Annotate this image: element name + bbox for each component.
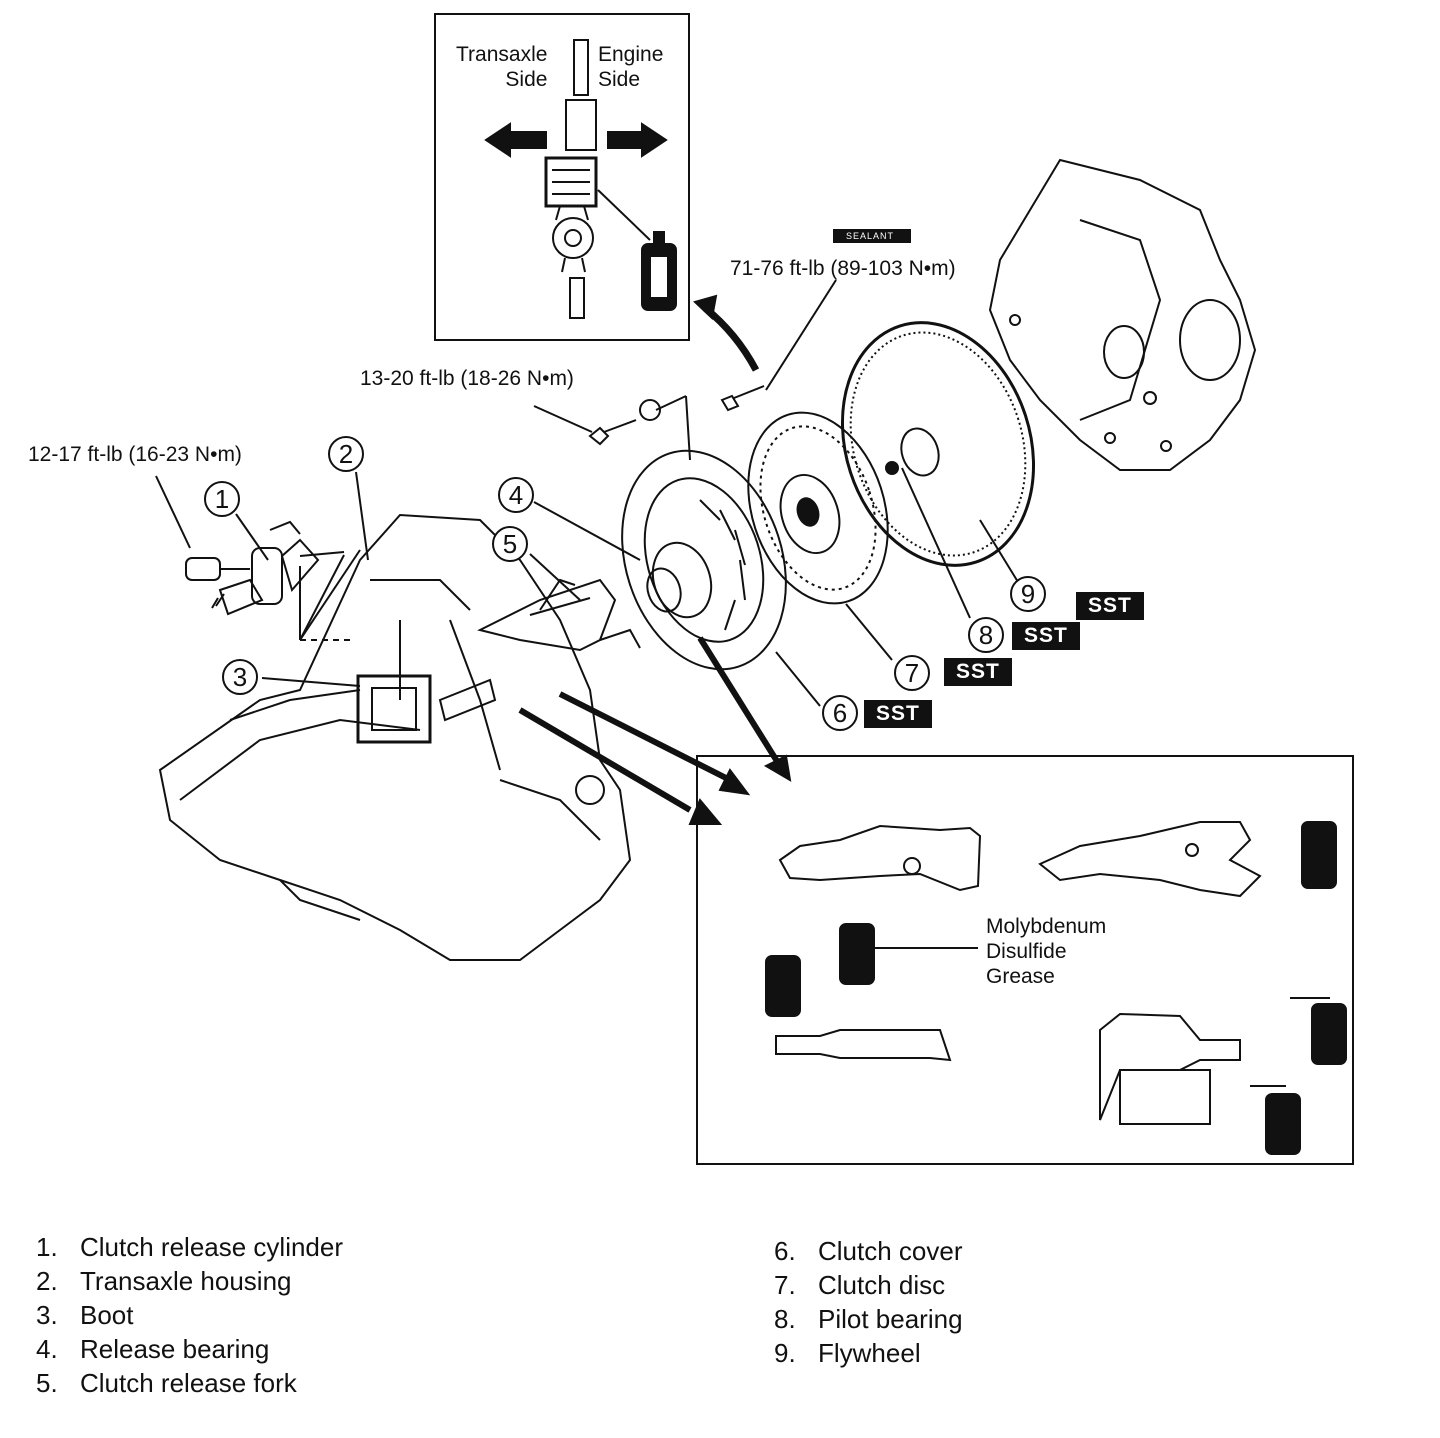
- callout-7: 7: [894, 655, 930, 691]
- callout-5: 5: [492, 526, 528, 562]
- sst-badge-7: SST: [944, 658, 1012, 686]
- legend-item-2: 2.Transaxle housing: [36, 1266, 292, 1296]
- legend-item-7: 7.Clutch disc: [774, 1270, 946, 1300]
- callout-6: 6: [822, 695, 858, 731]
- sst-badge-8: SST: [1012, 622, 1080, 650]
- transaxle-housing-drawing: [158, 513, 632, 961]
- legend-item-9: 9.Flywheel: [774, 1338, 921, 1368]
- flywheel-drawing: [840, 321, 1036, 567]
- sst-badge-6: SST: [864, 700, 932, 728]
- legend-item-6: 6.Clutch cover: [774, 1236, 963, 1266]
- release-cylinder-drawing: [185, 520, 345, 640]
- inset-grease-tubes: [765, 821, 1347, 1155]
- inset-bearing-drawing: [544, 39, 598, 319]
- bolts-drawing: [588, 229, 911, 446]
- legend-item-8: 8.Pilot bearing: [774, 1304, 963, 1334]
- arrow-left-icon: [484, 122, 547, 158]
- callout-3: 3: [222, 659, 258, 695]
- engine-plate-drawing: [988, 158, 1257, 471]
- legend-item-5: 5.Clutch release fork: [36, 1368, 297, 1398]
- torque-spec-clutch-cover: 13-20 ft-lb (18-26 N•m): [360, 367, 574, 390]
- clutch-cover-drawing: [621, 449, 787, 671]
- torque-spec-flywheel: 71-76 ft-lb (89-103 N•m): [730, 257, 956, 280]
- engine-side-label: Engine Side: [598, 43, 664, 91]
- arrow-right-icon: [607, 122, 668, 158]
- clutch-disc-drawing: [747, 411, 889, 605]
- release-fork-drawing: [477, 578, 641, 652]
- callout-1: 1: [204, 481, 240, 517]
- grease-tube-icon: [597, 189, 677, 311]
- legend-item-4: 4.Release bearing: [36, 1334, 270, 1364]
- legend-item-3: 3.Boot: [36, 1300, 134, 1330]
- callout-2: 2: [328, 436, 364, 472]
- inset-box-bottom: [696, 755, 1354, 1165]
- callout-4: 4: [498, 477, 534, 513]
- callout-9: 9: [1010, 576, 1046, 612]
- inset-fork-drawings: [775, 821, 1262, 1125]
- transaxle-side-label: Transaxle Side: [456, 43, 548, 91]
- torque-spec-release-cylinder: 12-17 ft-lb (16-23 N•m): [28, 443, 242, 466]
- sealant-label: SEALANT: [846, 231, 895, 241]
- legend-item-1: 1.Clutch release cylinder: [36, 1232, 344, 1262]
- grease-label: Molybdenum Disulfide Grease: [986, 915, 1107, 988]
- sst-badge-9: SST: [1076, 592, 1144, 620]
- callout-8: 8: [968, 617, 1004, 653]
- inset-box-top: [434, 13, 690, 341]
